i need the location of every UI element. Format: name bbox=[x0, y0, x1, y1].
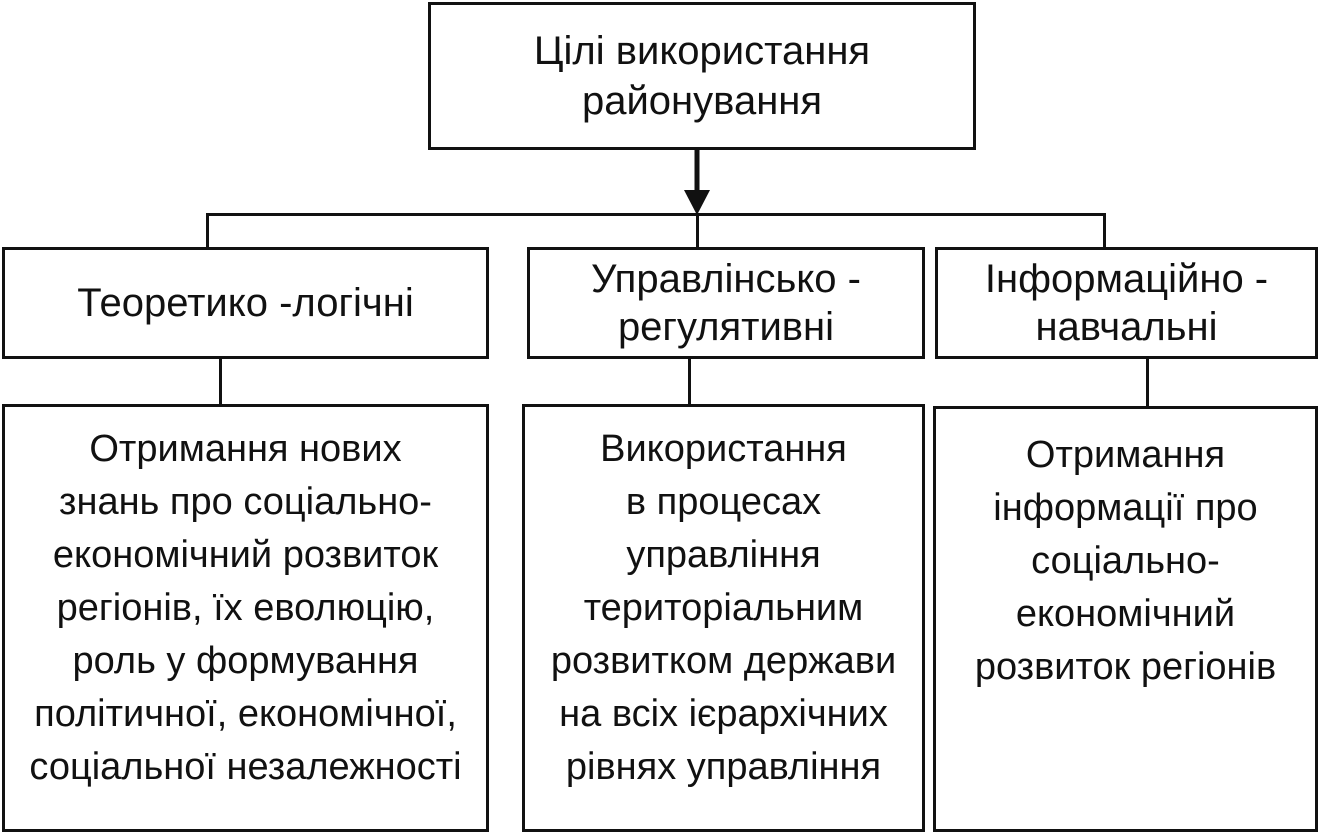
detail-text-theoretical: Отримання нових знань про соціально- еко… bbox=[29, 428, 462, 788]
connector-detail-middle bbox=[688, 359, 691, 406]
detail-text-informational: Отримання інформації про соціально- екон… bbox=[974, 434, 1277, 688]
root-goal-label: Цілі використання районування bbox=[533, 29, 871, 123]
root-goal-box: Цілі використання районування bbox=[428, 2, 976, 150]
detail-box-managerial: Використання в процесах управління терит… bbox=[522, 404, 925, 832]
horizontal-connector bbox=[206, 213, 1106, 216]
connector-detail-left bbox=[219, 359, 222, 406]
detail-text-managerial: Використання в процесах управління терит… bbox=[550, 428, 897, 788]
category-box-managerial: Управлінсько - регулятивні bbox=[527, 247, 925, 359]
category-box-theoretical: Теоретико -логічні bbox=[2, 247, 489, 359]
connector-drop-left bbox=[206, 213, 209, 249]
arrow-head-icon bbox=[684, 190, 710, 215]
connector-detail-right bbox=[1146, 359, 1149, 406]
category-label-theoretical: Теоретико -логічні bbox=[77, 281, 414, 325]
detail-box-theoretical: Отримання нових знань про соціально- еко… bbox=[2, 404, 489, 832]
category-box-informational: Інформаційно - навчальні bbox=[935, 247, 1318, 359]
category-label-informational: Інформаційно - навчальні bbox=[984, 257, 1269, 349]
category-label-managerial: Управлінсько - регулятивні bbox=[591, 257, 861, 349]
connector-drop-middle bbox=[696, 213, 699, 249]
detail-box-informational: Отримання інформації про соціально- екон… bbox=[933, 406, 1318, 832]
connector-drop-right bbox=[1103, 213, 1106, 249]
